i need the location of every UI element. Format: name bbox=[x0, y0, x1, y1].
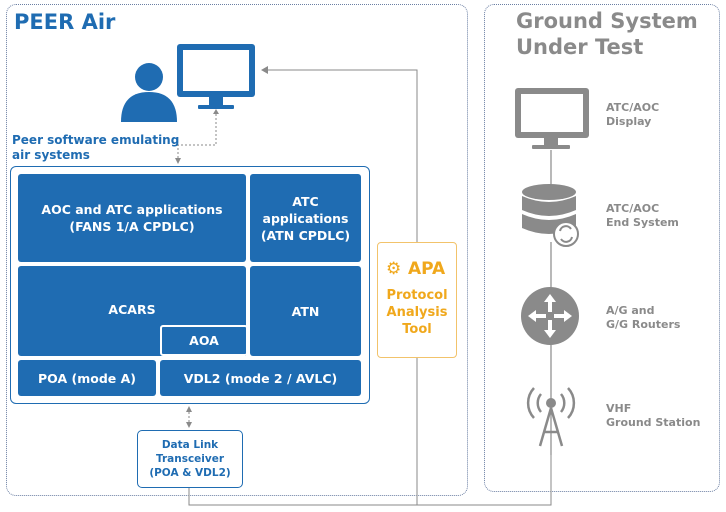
peer-air-title: PEER Air bbox=[14, 10, 116, 34]
aoc-atc-line1: AOC and ATC applications bbox=[41, 202, 223, 217]
ground-label-station: VHF Ground Station bbox=[606, 402, 700, 430]
transceiver-line1: Data Link bbox=[161, 439, 219, 451]
transceiver-line3: (POA & VDL2) bbox=[149, 467, 231, 479]
arrow-up-icon bbox=[213, 109, 219, 114]
vdl2-block: VDL2 (mode 2 / AVLC) bbox=[160, 360, 361, 396]
gear-icon: ⚙ bbox=[386, 259, 402, 279]
peer-monitor-icon bbox=[177, 44, 255, 109]
ground-label-line2: Ground Station bbox=[606, 416, 701, 429]
protocol-stack: AOC and ATC applications (FANS 1/A CPDLC)… bbox=[10, 166, 370, 404]
ground-system-title: Ground System Under Test bbox=[516, 8, 698, 60]
ground-monitor-icon bbox=[515, 88, 589, 149]
ground-label-end-system: ATC/AOC End System bbox=[606, 202, 679, 230]
ground-label-routers: A/G and G/G Routers bbox=[606, 304, 680, 332]
router-icon bbox=[521, 287, 579, 345]
peer-caption: Peer software emulating air systems bbox=[12, 133, 182, 163]
acars-label: ACARS bbox=[108, 301, 156, 317]
ground-label-line1: VHF bbox=[606, 402, 632, 415]
ground-title-line2: Under Test bbox=[516, 35, 644, 59]
atn-block: ATN bbox=[250, 266, 361, 356]
ground-label-line2: Display bbox=[606, 115, 652, 128]
database-icon bbox=[521, 184, 579, 247]
ground-system-panel bbox=[484, 4, 720, 492]
transceiver-ground-link bbox=[188, 455, 552, 506]
atc-line1: ATC bbox=[292, 193, 319, 209]
aoa-block: AOA bbox=[160, 325, 248, 356]
apa-tool-box: ⚙ APA Protocol Analysis Tool bbox=[377, 242, 457, 358]
ground-label-line1: ATC/AOC bbox=[606, 101, 660, 114]
apa-logo: APA bbox=[408, 259, 446, 279]
poa-block: POA (mode A) bbox=[18, 360, 156, 396]
transceiver-line2: Transceiver bbox=[155, 453, 225, 465]
ground-label-line1: ATC/AOC bbox=[606, 202, 660, 215]
apa-label-line1: Protocol bbox=[386, 288, 448, 303]
arrow-up-icon bbox=[186, 406, 192, 412]
peer-caption-line1: Peer software emulating bbox=[12, 133, 180, 147]
ground-title-line1: Ground System bbox=[516, 9, 698, 33]
peer-air-panel bbox=[6, 4, 468, 496]
antenna-icon bbox=[526, 387, 576, 447]
apa-label-line2: Analysis bbox=[386, 305, 448, 320]
arrow-down-icon bbox=[186, 422, 192, 428]
ground-label-line2: End System bbox=[606, 216, 679, 229]
atc-line3: (ATN CPDLC) bbox=[260, 227, 351, 243]
apa-label-line3: Tool bbox=[402, 322, 432, 337]
apa-monitor-link bbox=[261, 66, 418, 242]
aoc-atc-line2: (FANS 1/A CPDLC) bbox=[69, 219, 195, 234]
ground-label-display: ATC/AOC Display bbox=[606, 101, 659, 129]
apa-label: Protocol Analysis Tool bbox=[378, 287, 456, 338]
ground-label-line1: A/G and bbox=[606, 304, 655, 317]
atc-line2: applications bbox=[262, 210, 349, 226]
user-icon bbox=[121, 63, 177, 122]
monitor-stack-connector bbox=[177, 110, 217, 163]
ground-label-line2: G/G Routers bbox=[606, 318, 681, 331]
arrow-down-icon bbox=[175, 158, 181, 164]
data-link-transceiver: Data Link Transceiver (POA & VDL2) bbox=[137, 430, 243, 488]
peer-caption-line2: air systems bbox=[12, 148, 90, 162]
aoc-atc-applications-block: AOC and ATC applications (FANS 1/A CPDLC) bbox=[18, 174, 246, 262]
